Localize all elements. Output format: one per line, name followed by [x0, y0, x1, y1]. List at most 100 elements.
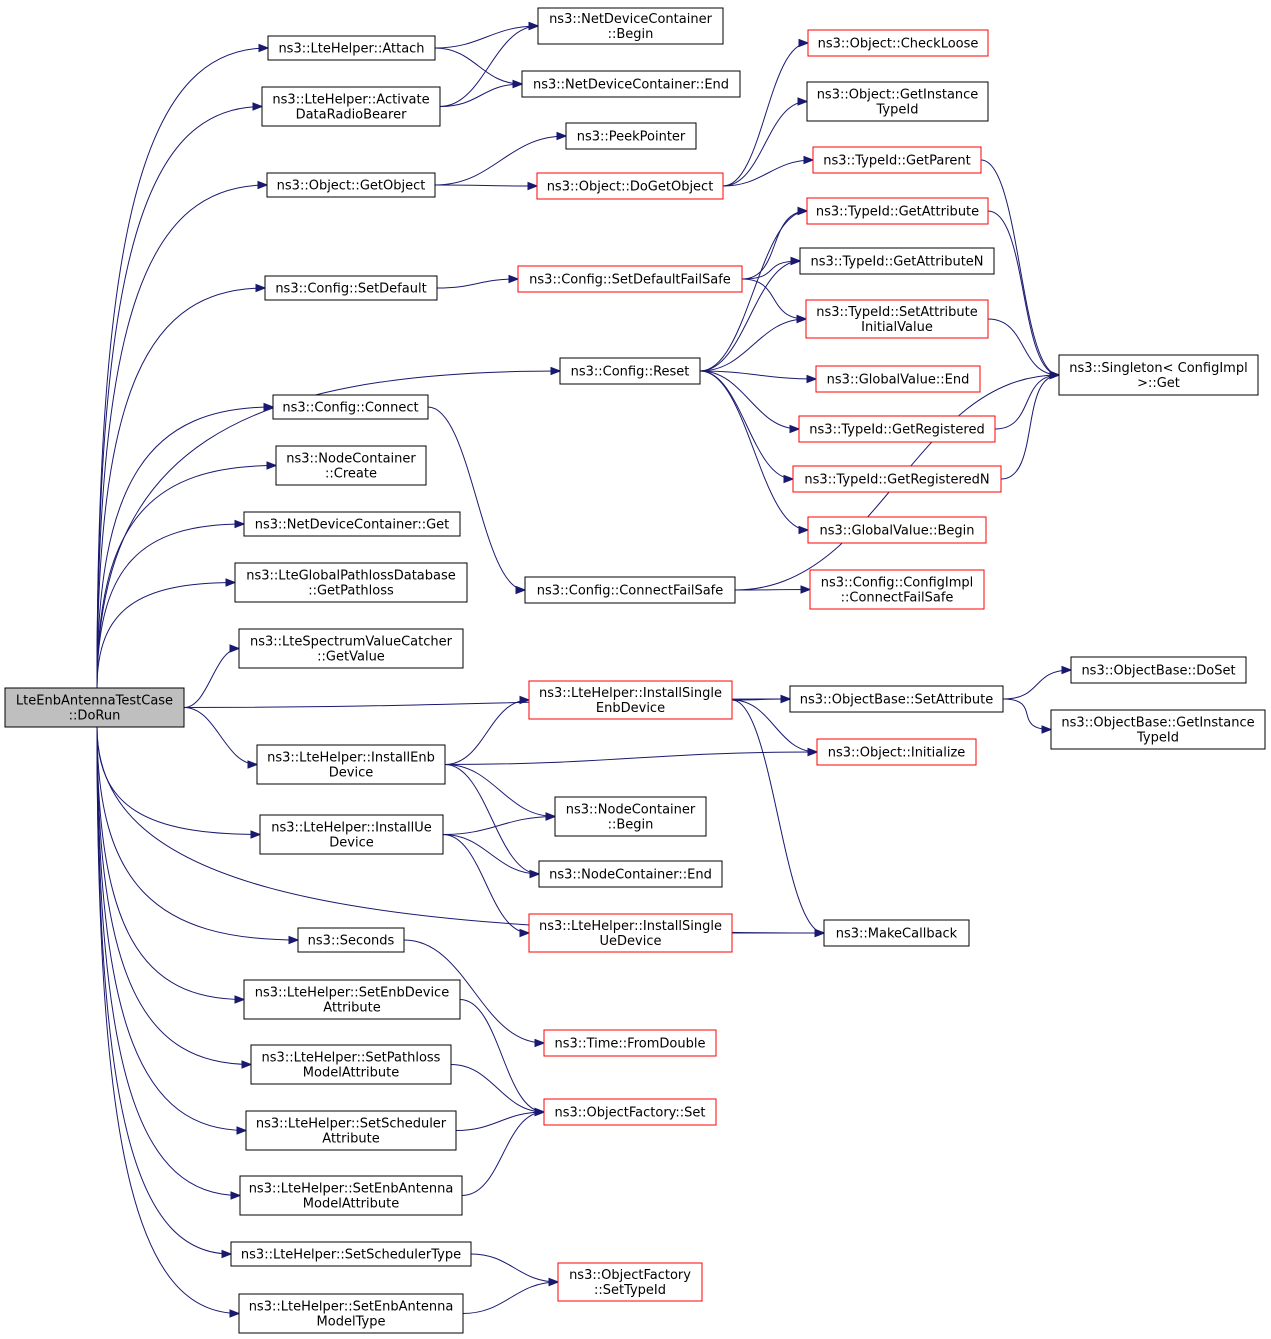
node-box[interactable] — [238, 1293, 464, 1334]
node-box[interactable] — [538, 860, 723, 888]
node-box[interactable] — [243, 979, 461, 1020]
node-box[interactable] — [805, 299, 989, 339]
node-box[interactable] — [806, 81, 989, 122]
node-box[interactable] — [798, 415, 996, 443]
node-box[interactable] — [789, 685, 1004, 713]
node-box[interactable] — [261, 86, 441, 127]
node-box[interactable] — [809, 569, 985, 610]
node-box[interactable] — [521, 70, 741, 98]
node-getvalue[interactable]: ns3::LteSpectrumValueCatcher::GetValue — [238, 628, 464, 669]
node-box[interactable] — [536, 172, 724, 200]
node-box[interactable] — [1050, 709, 1266, 750]
node-setSchedType[interactable]: ns3::LteHelper::SetSchedulerType — [230, 1241, 472, 1267]
node-getparent[interactable]: ns3::TypeId::GetParent — [812, 146, 982, 174]
node-box[interactable] — [807, 516, 987, 544]
node-box[interactable] — [815, 365, 981, 393]
node-singletonget[interactable]: ns3::Singleton< ConfigImpl >::Get — [1058, 354, 1259, 396]
node-box[interactable] — [557, 1262, 703, 1302]
node-ndcEnd[interactable]: ns3::NetDeviceContainer::End — [521, 70, 741, 98]
node-root[interactable]: LteEnbAntennaTestCase::DoRun — [4, 687, 185, 728]
node-obSetAttr[interactable]: ns3::ObjectBase::SetAttribute — [789, 685, 1004, 713]
node-box[interactable] — [4, 687, 185, 728]
node-fromdouble[interactable]: ns3::Time::FromDouble — [543, 1029, 717, 1057]
node-ofSetTypeId[interactable]: ns3::ObjectFactory::SetTypeId — [557, 1262, 703, 1302]
node-ncBegin[interactable]: ns3::NodeContainer::Begin — [554, 796, 707, 837]
node-box[interactable] — [524, 576, 736, 604]
node-box[interactable] — [266, 172, 436, 198]
node-dogetobject[interactable]: ns3::Object::DoGetObject — [536, 172, 724, 200]
node-setEnbAntAttr[interactable]: ns3::LteHelper::SetEnbAntennaModelAttrib… — [239, 1175, 463, 1216]
node-box[interactable] — [250, 1044, 452, 1085]
node-box[interactable] — [234, 562, 468, 603]
node-setPathlossAttr[interactable]: ns3::LteHelper::SetPathlossModelAttribut… — [250, 1044, 452, 1085]
node-box[interactable] — [239, 1175, 463, 1216]
node-box[interactable] — [1070, 656, 1247, 684]
node-box[interactable] — [812, 146, 982, 174]
node-box[interactable] — [528, 680, 733, 720]
node-box[interactable] — [565, 122, 697, 150]
node-configimplcfs[interactable]: ns3::Config::ConfigImpl::ConnectFailSafe — [809, 569, 985, 610]
node-ofSet[interactable]: ns3::ObjectFactory::Set — [543, 1098, 717, 1126]
node-box[interactable] — [256, 744, 446, 785]
node-box[interactable] — [517, 265, 743, 293]
node-box[interactable] — [543, 1029, 717, 1057]
node-box[interactable] — [245, 1110, 457, 1151]
node-checkloose[interactable]: ns3::Object::CheckLoose — [807, 29, 989, 57]
node-box[interactable] — [267, 35, 436, 61]
node-getattributen[interactable]: ns3::TypeId::GetAttributeN — [799, 247, 995, 275]
node-makecallback[interactable]: ns3::MakeCallback — [823, 919, 970, 947]
node-box[interactable] — [238, 628, 464, 669]
node-box[interactable] — [297, 927, 405, 953]
node-box[interactable] — [528, 913, 733, 953]
node-box[interactable] — [1058, 354, 1259, 396]
node-getpathloss[interactable]: ns3::LteGlobalPathlossDatabase::GetPathl… — [234, 562, 468, 603]
node-box[interactable] — [543, 1098, 717, 1126]
node-box[interactable] — [230, 1241, 472, 1267]
node-box[interactable] — [799, 247, 995, 275]
node-setdefaultfs[interactable]: ns3::Config::SetDefaultFailSafe — [517, 265, 743, 293]
node-box[interactable] — [275, 445, 427, 486]
node-box[interactable] — [816, 738, 977, 766]
node-seconds[interactable]: ns3::Seconds — [297, 927, 405, 953]
node-attach[interactable]: ns3::LteHelper::Attach — [267, 35, 436, 61]
node-getregisteredn[interactable]: ns3::TypeId::GetRegisteredN — [792, 465, 1002, 493]
node-ndcBegin[interactable]: ns3::NetDeviceContainer::Begin — [537, 7, 724, 45]
node-connectfs[interactable]: ns3::Config::ConnectFailSafe — [524, 576, 736, 604]
node-getattribute[interactable]: ns3::TypeId::GetAttribute — [806, 197, 989, 225]
node-box[interactable] — [823, 919, 970, 947]
node-setdefault[interactable]: ns3::Config::SetDefault — [264, 275, 438, 301]
node-box[interactable] — [264, 275, 438, 301]
node-box[interactable] — [537, 7, 724, 45]
node-connect[interactable]: ns3::Config::Connect — [272, 394, 429, 420]
node-ncCreate[interactable]: ns3::NodeContainer::Create — [275, 445, 427, 486]
node-gvBegin[interactable]: ns3::GlobalValue::Begin — [807, 516, 987, 544]
node-reset[interactable]: ns3::Config::Reset — [559, 357, 701, 385]
node-ncEnd[interactable]: ns3::NodeContainer::End — [538, 860, 723, 888]
node-getregistered[interactable]: ns3::TypeId::GetRegistered — [798, 415, 996, 443]
node-box[interactable] — [243, 511, 461, 537]
node-box[interactable] — [792, 465, 1002, 493]
node-box[interactable] — [559, 357, 701, 385]
node-box[interactable] — [806, 197, 989, 225]
node-gvEnd[interactable]: ns3::GlobalValue::End — [815, 365, 981, 393]
node-peek[interactable]: ns3::PeekPointer — [565, 122, 697, 150]
node-ndcGet[interactable]: ns3::NetDeviceContainer::Get — [243, 511, 461, 537]
node-obDoSet[interactable]: ns3::ObjectBase::DoSet — [1070, 656, 1247, 684]
node-box[interactable] — [259, 814, 444, 855]
node-initialize[interactable]: ns3::Object::Initialize — [816, 738, 977, 766]
node-box[interactable] — [554, 796, 707, 837]
node-getobject[interactable]: ns3::Object::GetObject — [266, 172, 436, 198]
node-box[interactable] — [272, 394, 429, 420]
node-box[interactable] — [807, 29, 989, 57]
